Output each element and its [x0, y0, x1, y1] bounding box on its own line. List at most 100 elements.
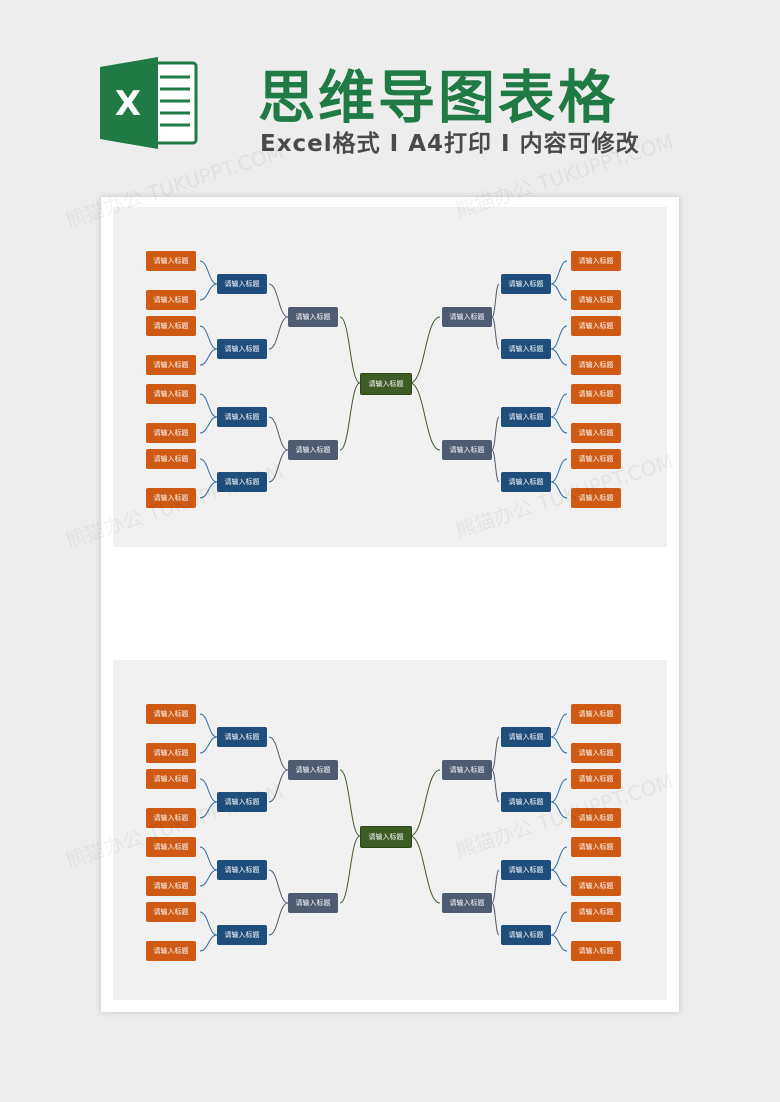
connector-branch-sub: [491, 736, 500, 771]
connector-sub-leaf: [550, 934, 568, 952]
connector-sub-leaf: [199, 393, 218, 418]
page-title: 思维导图表格: [258, 65, 618, 131]
connector-center-branch: [339, 316, 361, 384]
leaf-node: 请输入标题: [571, 449, 621, 469]
mindmap-panel: 请输入标题请输入标题请输入标题请输入标题请输入标题请输入标题请输入标题请输入标题…: [113, 660, 667, 1000]
connector-center-branch: [339, 382, 361, 451]
connector-sub-leaf: [199, 911, 218, 936]
branch-node: 请输入标题: [442, 307, 492, 327]
connector-branch-sub: [491, 449, 500, 483]
connector-branch-sub: [268, 283, 289, 318]
leaf-node: 请输入标题: [146, 837, 196, 857]
connector-sub-leaf: [199, 801, 218, 819]
leaf-node: 请输入标题: [146, 449, 196, 469]
leaf-node: 请输入标题: [571, 488, 621, 508]
branch-node: 请输入标题: [288, 893, 338, 913]
document-preview: 请输入标题请输入标题请输入标题请输入标题请输入标题请输入标题请输入标题请输入标题…: [101, 197, 679, 1012]
connector-sub-leaf: [199, 458, 218, 483]
leaf-node: 请输入标题: [146, 743, 196, 763]
sub-branch-node: 请输入标题: [501, 274, 551, 294]
connector-branch-sub: [268, 316, 289, 350]
connector-sub-leaf: [550, 416, 568, 434]
connector-sub-leaf: [199, 283, 218, 301]
leaf-node: 请输入标题: [146, 704, 196, 724]
connector-sub-leaf: [199, 481, 218, 499]
connector-sub-leaf: [550, 713, 568, 738]
sub-branch-node: 请输入标题: [501, 860, 551, 880]
leaf-node: 请输入标题: [146, 384, 196, 404]
connector-sub-leaf: [550, 325, 568, 350]
leaf-node: 请输入标题: [571, 876, 621, 896]
sub-branch-node: 请输入标题: [501, 727, 551, 747]
connector-branch-sub: [491, 316, 500, 350]
connector-branch-sub: [491, 416, 500, 451]
connector-sub-leaf: [550, 348, 568, 366]
leaf-node: 请输入标题: [146, 902, 196, 922]
logo-letter: X: [115, 84, 141, 124]
connector-sub-leaf: [550, 458, 568, 483]
connector-sub-leaf: [550, 393, 568, 418]
connector-center-branch: [409, 316, 441, 384]
center-node: 请输入标题: [360, 373, 412, 395]
excel-logo-icon: X: [100, 57, 198, 149]
branch-node: 请输入标题: [288, 440, 338, 460]
leaf-node: 请输入标题: [571, 941, 621, 961]
leaf-node: 请输入标题: [571, 808, 621, 828]
branch-node: 请输入标题: [288, 760, 338, 780]
leaf-node: 请输入标题: [571, 743, 621, 763]
leaf-node: 请输入标题: [146, 769, 196, 789]
connector-sub-leaf: [199, 778, 218, 803]
leaf-node: 请输入标题: [571, 290, 621, 310]
connector-sub-leaf: [550, 869, 568, 887]
leaf-node: 请输入标题: [146, 355, 196, 375]
leaf-node: 请输入标题: [571, 251, 621, 271]
connector-lines: [199, 713, 568, 952]
sub-branch-node: 请输入标题: [501, 339, 551, 359]
sub-branch-node: 请输入标题: [501, 407, 551, 427]
connector-sub-leaf: [550, 846, 568, 871]
connector-sub-leaf: [550, 736, 568, 754]
branch-node: 请输入标题: [442, 893, 492, 913]
sub-branch-node: 请输入标题: [217, 339, 267, 359]
connector-branch-sub: [268, 769, 289, 803]
connector-sub-leaf: [199, 713, 218, 738]
connector-sub-leaf: [550, 778, 568, 803]
leaf-node: 请输入标题: [146, 423, 196, 443]
branch-node: 请输入标题: [288, 307, 338, 327]
connector-branch-sub: [491, 902, 500, 936]
leaf-node: 请输入标题: [146, 290, 196, 310]
leaf-node: 请输入标题: [146, 488, 196, 508]
leaf-node: 请输入标题: [571, 837, 621, 857]
branch-node: 请输入标题: [442, 760, 492, 780]
leaf-node: 请输入标题: [146, 876, 196, 896]
sub-branch-node: 请输入标题: [217, 925, 267, 945]
leaf-node: 请输入标题: [571, 769, 621, 789]
page-subtitle: Excel格式 I A4打印 I 内容可修改: [260, 131, 640, 157]
sub-branch-node: 请输入标题: [501, 925, 551, 945]
sub-branch-node: 请输入标题: [217, 274, 267, 294]
connector-branch-sub: [268, 736, 289, 771]
connector-branch-sub: [268, 416, 289, 451]
connector-branch-sub: [268, 449, 289, 483]
connector-sub-leaf: [199, 416, 218, 434]
connector-center-branch: [409, 382, 441, 451]
connector-center-branch: [339, 769, 361, 837]
connector-sub-leaf: [550, 481, 568, 499]
leaf-node: 请输入标题: [146, 251, 196, 271]
connector-branch-sub: [268, 869, 289, 904]
leaf-node: 请输入标题: [146, 316, 196, 336]
connector-branch-sub: [491, 769, 500, 803]
connector-sub-leaf: [199, 846, 218, 871]
connector-sub-leaf: [199, 260, 218, 285]
connector-sub-leaf: [199, 736, 218, 754]
connector-branch-sub: [491, 283, 500, 318]
leaf-node: 请输入标题: [146, 808, 196, 828]
sub-branch-node: 请输入标题: [217, 860, 267, 880]
branch-node: 请输入标题: [442, 440, 492, 460]
connector-sub-leaf: [550, 260, 568, 285]
leaf-node: 请输入标题: [571, 704, 621, 724]
connector-sub-leaf: [199, 348, 218, 366]
sub-branch-node: 请输入标题: [217, 407, 267, 427]
connector-sub-leaf: [199, 325, 218, 350]
sub-branch-node: 请输入标题: [217, 472, 267, 492]
